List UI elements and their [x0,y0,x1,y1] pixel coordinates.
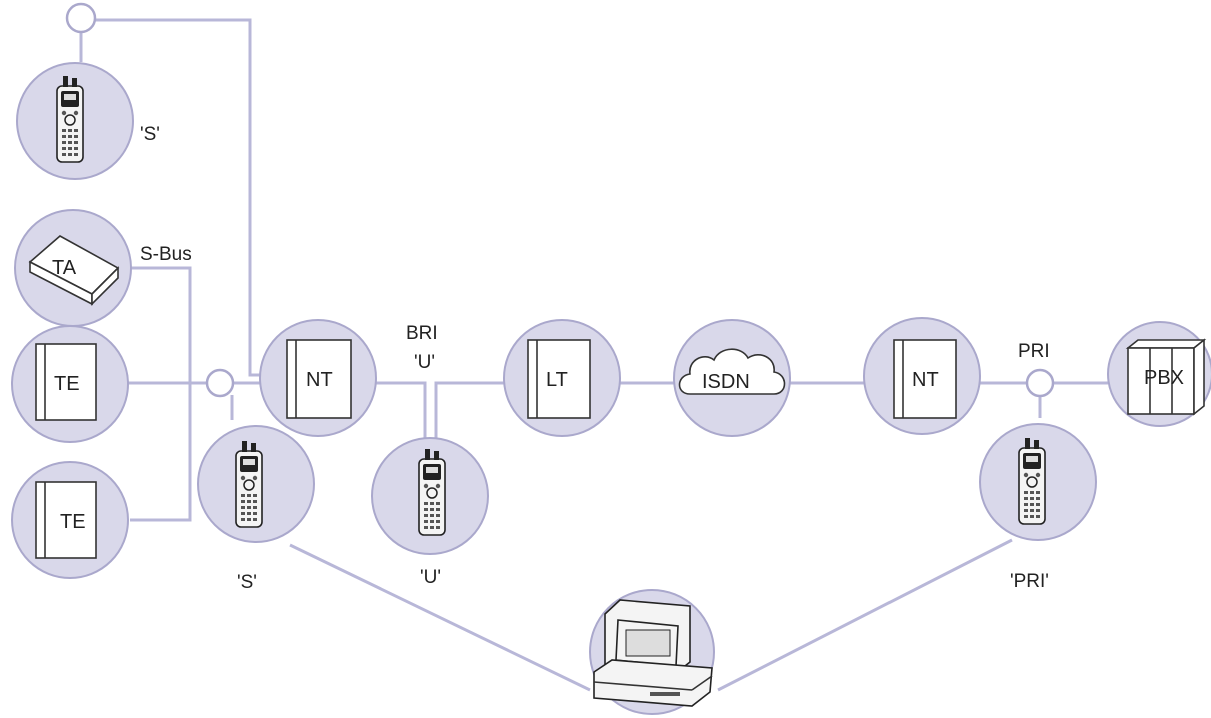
tester-node-s[interactable] [197,425,315,543]
handheld-tester-icon [56,75,84,163]
pbx-cabinet-icon [1125,339,1207,349]
handheld-tester-icon [235,440,263,528]
computer-node[interactable] [589,589,715,715]
nt-node-left[interactable]: NT [259,319,377,437]
connection-lines [79,18,1108,692]
line-tester-s-to-pc [289,543,591,692]
te-label-2: TE [60,511,86,533]
line-tester-u-to-lt [434,381,505,440]
ta-label: TA [52,257,77,279]
label-s-bus: S-Bus [140,244,192,265]
isdn-node[interactable]: ISDN [673,319,791,437]
line-tester-pri-to-pc [717,538,1013,692]
te-node-1[interactable]: TE [11,325,129,443]
label-u-top: 'U' [414,352,435,373]
label-u-bottom: 'U' [420,567,441,588]
label-bri: BRI [406,323,438,344]
pbx-node[interactable]: PBX [1107,321,1211,427]
label-pri-bottom: 'PRI' [1010,571,1049,592]
label-s-bottom: 'S' [237,572,257,593]
nt-left-label: NT [306,369,333,391]
junction-s [205,368,235,398]
tester-node-pri[interactable] [979,423,1097,541]
label-s-top: 'S' [140,124,160,145]
handheld-tester-icon [418,448,446,536]
ta-node[interactable]: TA [14,209,132,327]
network-termination-icon [893,339,957,419]
tester-node-u[interactable] [371,437,489,555]
isdn-label: ISDN [702,371,750,393]
line-sbus [130,266,192,522]
label-pri: PRI [1018,341,1050,362]
pbx-label: PBX [1144,367,1184,389]
cloud-icon [678,348,786,395]
junction-pri [1025,368,1055,398]
tester-node-top[interactable] [16,62,134,180]
junction-top [65,2,97,34]
te-node-2[interactable]: TE [11,461,129,579]
desktop-computer-icon [593,599,713,707]
network-termination-icon [286,339,352,419]
lt-label: LT [546,369,568,391]
terminal-equipment-icon [35,481,97,559]
line-top-to-nt [95,18,262,377]
handheld-tester-icon [1018,437,1046,525]
terminal-equipment-icon [35,343,97,421]
lt-node[interactable]: LT [503,319,621,437]
nt-node-right[interactable]: NT [863,317,981,435]
line-nt-to-tester-u [376,381,427,440]
te-label-1: TE [54,373,80,395]
line-termination-icon [527,339,591,419]
nt-right-label: NT [912,369,939,391]
